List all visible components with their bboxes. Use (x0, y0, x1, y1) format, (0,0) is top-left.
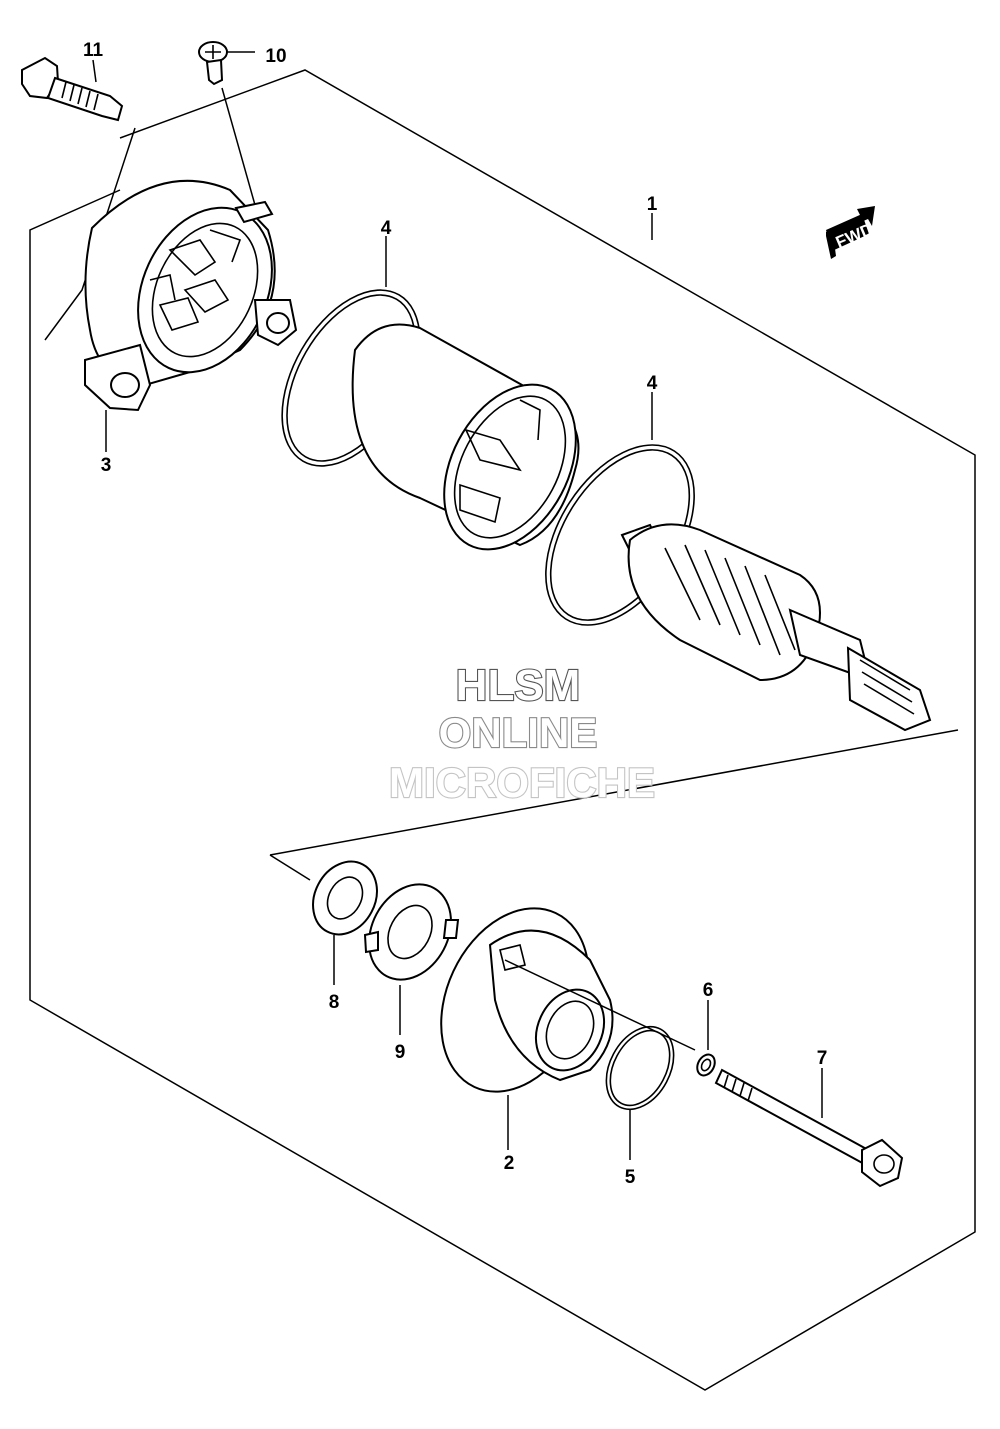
watermark: HLSM ONLINE MICROFICHE (388, 660, 656, 807)
washer-part-8 (312, 860, 378, 936)
flange-bolt-part-11 (21, 56, 124, 122)
label-part-9: 9 (395, 1042, 406, 1063)
watermark-line-1: HLSM (456, 661, 581, 710)
rear-housing-part-3 (84, 179, 298, 412)
lock-washer-part-9 (363, 883, 460, 981)
fwd-direction-badge: FWD (826, 206, 876, 259)
label-part-1: 1 (647, 194, 658, 215)
label-part-6: 6 (703, 980, 714, 1001)
label-part-8: 8 (329, 992, 340, 1013)
label-part-3: 3 (101, 455, 112, 476)
screw-part-10 (198, 41, 228, 86)
watermark-line-2: ONLINE (439, 709, 598, 756)
label-part-4a: 4 (381, 218, 392, 239)
o-ring-part-5 (605, 1025, 675, 1111)
label-part-2: 2 (504, 1153, 515, 1174)
watermark-line-3: MICROFICHE (389, 759, 655, 806)
label-part-4b: 4 (647, 373, 658, 394)
armature (620, 523, 932, 732)
through-bolt-part-7 (714, 1068, 904, 1188)
label-part-5: 5 (625, 1167, 636, 1188)
assembly-outline (29, 69, 976, 1391)
label-part-11: 11 (83, 40, 104, 61)
label-part-7: 7 (817, 1048, 828, 1069)
o-ring-part-6 (696, 1053, 716, 1077)
label-part-10: 10 (265, 46, 286, 67)
yoke-housing (351, 323, 580, 551)
